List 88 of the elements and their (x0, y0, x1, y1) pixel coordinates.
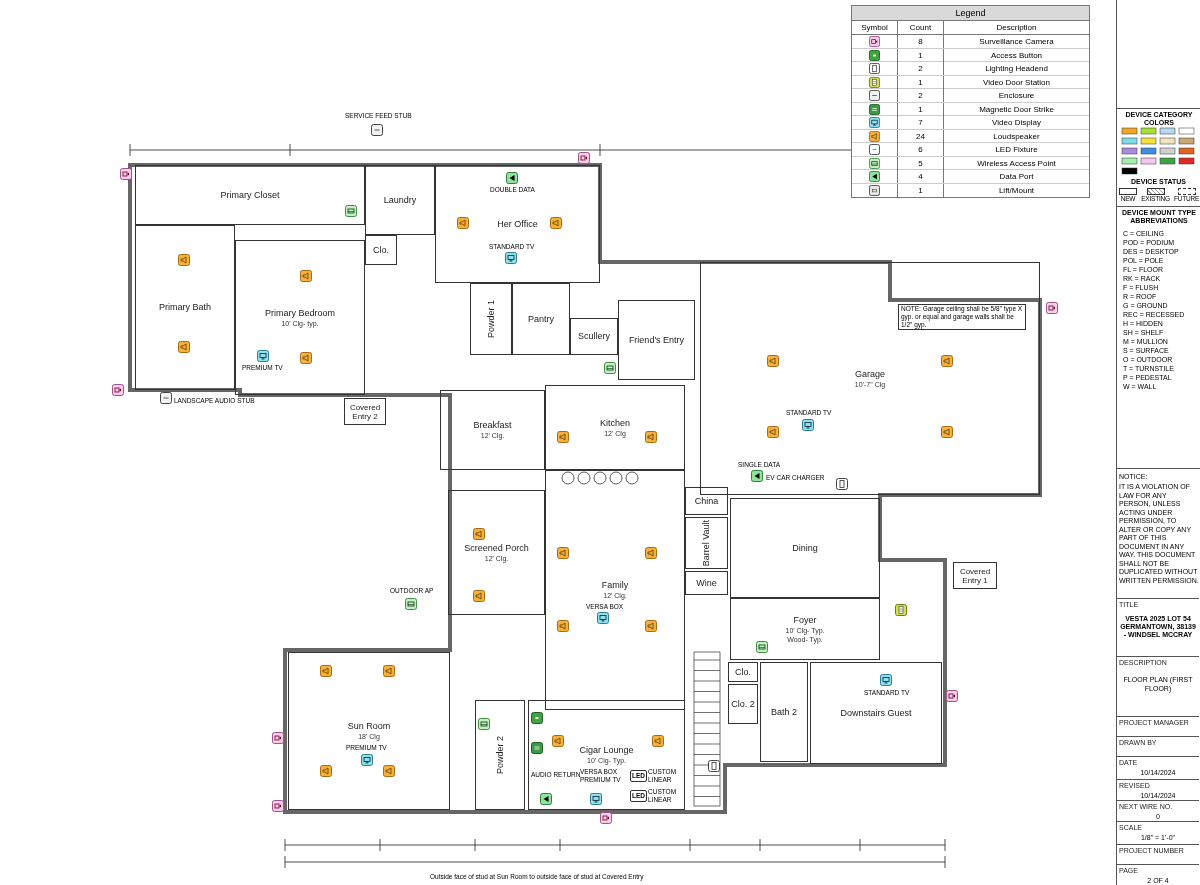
text-label: 6 (898, 143, 944, 156)
room-outline (760, 662, 808, 762)
room-name: Wine (696, 577, 717, 589)
room-outline (728, 662, 758, 682)
room-name: Laundry (383, 194, 417, 206)
text-label: Count (898, 21, 944, 34)
room-name: Scullery (578, 331, 610, 342)
room-outline (440, 390, 545, 470)
room-outline (235, 240, 365, 395)
title-block-field (1117, 864, 1199, 885)
title-block-field (1117, 800, 1199, 821)
room-name: Family (601, 580, 629, 591)
room-outline (685, 571, 728, 595)
entry-tag (953, 562, 997, 589)
room-name: Pantry (528, 313, 554, 325)
room-name: Downstairs Guest (840, 707, 912, 719)
room-outline (470, 283, 512, 355)
room-name: Clo. (735, 666, 751, 678)
room-name: China (694, 495, 719, 507)
room-name: Garage (855, 368, 885, 380)
room-outline (570, 318, 618, 355)
room-outline (810, 662, 942, 764)
text-label: 4 (898, 170, 944, 183)
room-outline (685, 517, 728, 569)
room-outline (365, 235, 397, 265)
text-label: 7 (898, 116, 944, 129)
room-name: Friend's Entry (628, 334, 685, 346)
room-outline (365, 165, 435, 235)
legend-text: Data Port (998, 171, 1035, 183)
text-label: 1 (898, 183, 944, 197)
room-outline (475, 700, 525, 810)
legend-text: Surveillance Camera (978, 36, 1055, 48)
room-name: Sun Room (347, 721, 391, 732)
legend-text: Video Display (991, 117, 1042, 129)
legend-text: LED Fixture (994, 144, 1039, 156)
room-name: Primary Closet (220, 189, 280, 201)
room-name: Dining (792, 542, 818, 554)
legend-text: Access Button (989, 49, 1044, 62)
room-name: Cigar Lounge (579, 745, 634, 756)
room-outline (528, 700, 685, 810)
room-outline (618, 300, 695, 380)
room-outline (728, 684, 758, 724)
text-label: 5 (898, 156, 944, 170)
room-outline (730, 598, 880, 660)
legend-text: Loudspeaker (992, 130, 1041, 143)
room-name: Clo. 2 (731, 698, 755, 710)
room-name: Breakfast (473, 420, 512, 431)
text-label: 8 (898, 35, 944, 48)
legend-text: Magnetic Door Strike (978, 103, 1055, 116)
room-name: Kitchen (600, 417, 630, 429)
room-outline (448, 490, 545, 615)
room-outline (135, 165, 365, 225)
legend-text: Video Door Station (982, 76, 1051, 89)
room-outline (730, 498, 880, 598)
room-outline (545, 470, 685, 710)
room-name: Covered Entry 1 (958, 566, 992, 585)
room-name: Screened Porch (464, 542, 529, 554)
legend-text: Wireless Access Point (976, 157, 1057, 170)
text-label: 1 (898, 75, 944, 89)
room-outline (135, 225, 235, 390)
room-name: Covered Entry 2 (348, 402, 382, 421)
legend-text: Enclosure (997, 90, 1036, 102)
room-outline (512, 283, 570, 355)
text-label: 2 (898, 89, 944, 102)
room-name: Powder 1 (485, 300, 497, 338)
legend-text: Lift/Mount (997, 184, 1036, 197)
room-outline (700, 262, 1040, 495)
room-name: Foyer (793, 614, 817, 626)
text-label: 2 (898, 62, 944, 75)
text-label: 24 (898, 129, 944, 143)
text-label: Legend (852, 6, 1089, 21)
room-name: Clo. (373, 244, 389, 256)
room-outline (545, 385, 685, 470)
room-name: Bath 2 (771, 706, 797, 718)
text-label: Symbol (852, 21, 898, 34)
room-name: Powder 2 (494, 736, 506, 774)
room-outline (288, 652, 450, 810)
room-name: Her Office (497, 218, 538, 230)
room-name: Barrel Vault (701, 519, 712, 567)
text-label: 1 (898, 102, 944, 116)
room-outline (685, 487, 728, 515)
text-label: Description (995, 22, 1038, 34)
room-name: Primary Bedroom (265, 307, 335, 319)
legend-text: Lighting Headend (984, 63, 1049, 75)
room-name: Primary Bath (159, 302, 211, 313)
room-outline (435, 165, 600, 283)
text-label: 1 (898, 48, 944, 62)
title-block-field (1117, 779, 1199, 800)
